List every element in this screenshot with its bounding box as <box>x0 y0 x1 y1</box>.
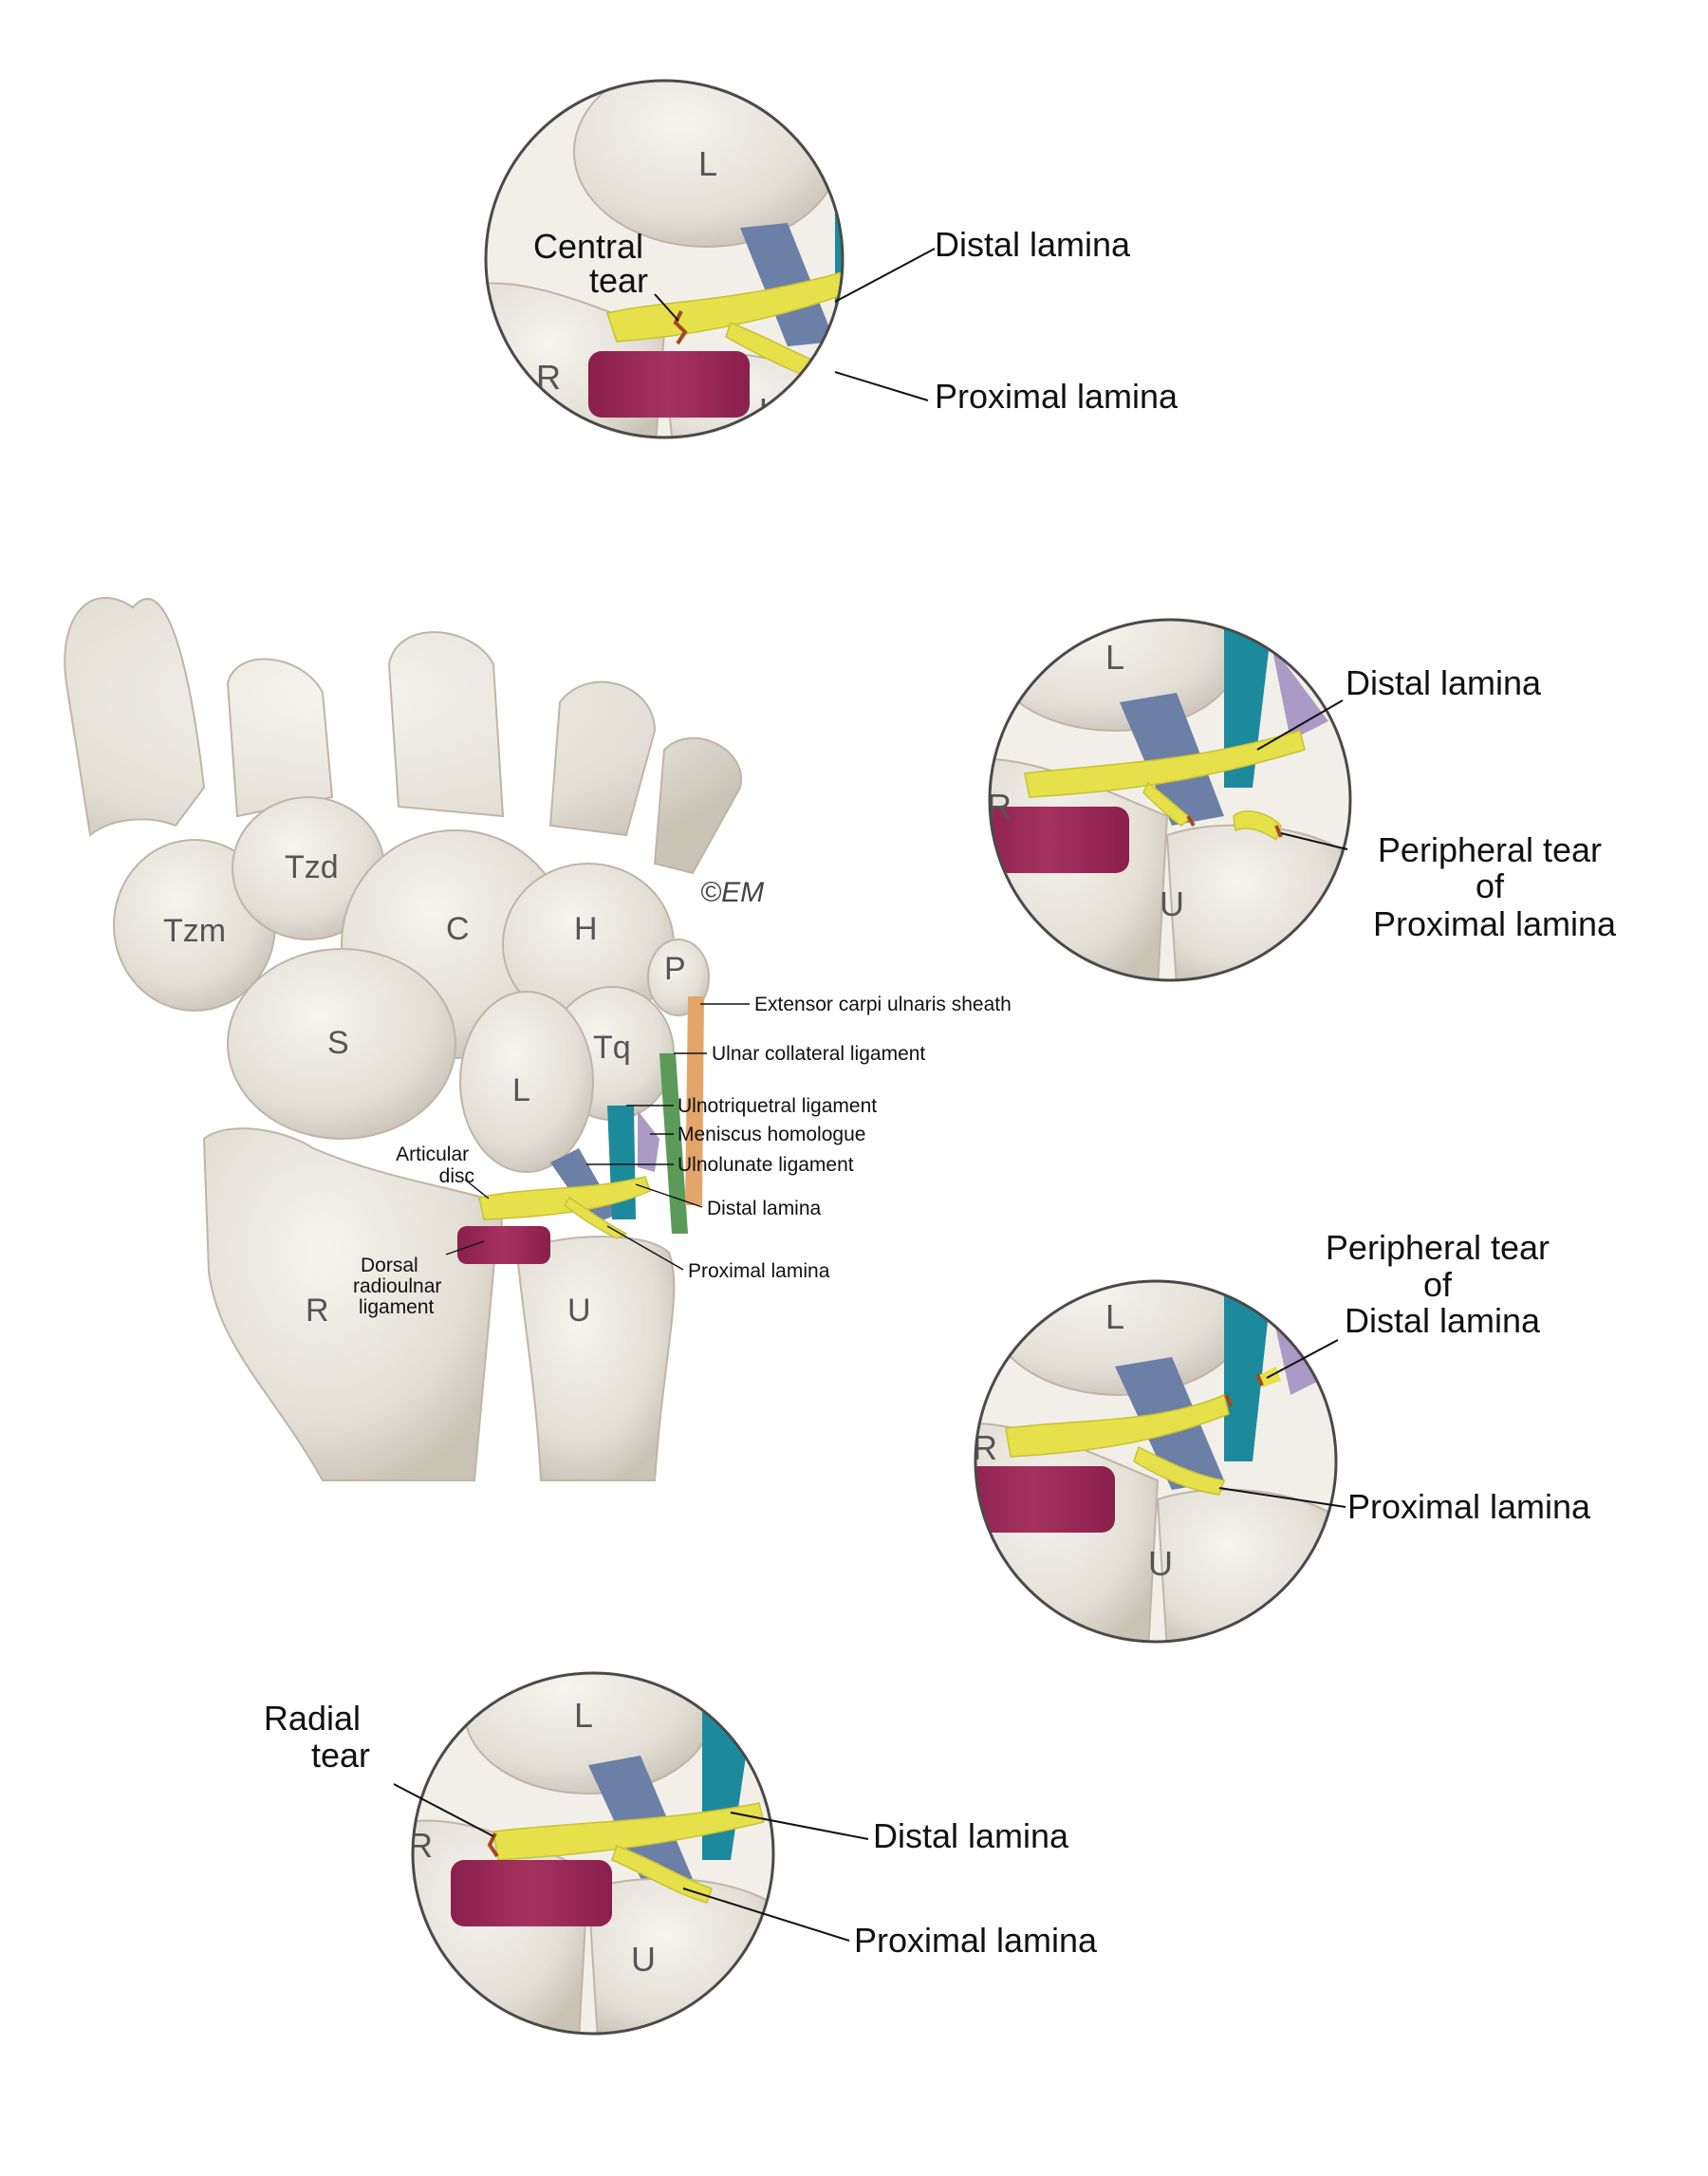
inset4-leader-proximal <box>682 1888 850 1942</box>
label-distal-lamina: Distal lamina <box>707 1198 822 1219</box>
leader-proximal <box>606 1225 684 1271</box>
inset2-ulna <box>1165 824 1349 980</box>
radial-tear-edge <box>487 1832 499 1858</box>
label-proximal-lamina: Proximal lamina <box>688 1260 830 1282</box>
inset3-proximal-lamina-label: Proximal lamina <box>1347 1487 1591 1526</box>
inset4-frame <box>411 1671 775 2036</box>
inset1-distal-lamina-label: Distal lamina <box>935 225 1131 264</box>
inset1-bone-u: U <box>759 391 784 430</box>
label-ecu-sheath: Extensor carpi ulnaris sheath <box>754 994 1012 1015</box>
inset2-distal-lamina-label: Distal lamina <box>1346 663 1542 702</box>
inset-distal-lamina <box>606 255 843 343</box>
leader-articular <box>464 1179 490 1200</box>
inset4-leader-distal <box>730 1812 869 1840</box>
bone-label-p: P <box>664 951 686 987</box>
inset1-bone-l: L <box>698 144 717 183</box>
inset-dorsal-radioulnar-ligament <box>588 351 750 418</box>
inset2-ulnotriquetral-ligament <box>1224 620 1272 788</box>
label-ulnotriquetral-ligament: Ulnotriquetral ligament <box>678 1095 877 1117</box>
leader-distal <box>635 1183 703 1208</box>
main-wrist-figure: Tzm Tzd C H P S Tq L R U ©EM Extensor ca… <box>64 596 1012 1481</box>
inset4-meniscus-homologue <box>759 1718 773 1784</box>
bone-label-tzd: Tzd <box>285 849 339 885</box>
inset2-dorsal-radioulnar-ligament <box>990 807 1129 873</box>
inset3-leader-proximal <box>1218 1487 1346 1508</box>
inset4-distal-lamina-label: Distal lamina <box>873 1816 1069 1855</box>
ulna-bone <box>515 1236 676 1481</box>
inset3-ulnotriquetral-ligament <box>1224 1281 1272 1461</box>
inset2-bone-l: L <box>1105 638 1124 677</box>
inset-radial-tear: L R U Radial tear Distal lamina Proximal… <box>264 1671 1098 2036</box>
inset2-proximal-lamina-fragment <box>1233 810 1282 842</box>
inset1-leader-distal <box>834 248 936 303</box>
inset-peripheral-distal-tear: L R U Peripheral tear of Distal lamina P… <box>973 1228 1591 1644</box>
bone-label-tzm: Tzm <box>163 913 226 949</box>
inset3-bone-u: U <box>1148 1544 1173 1583</box>
bone-label-r: R <box>306 1293 329 1329</box>
bone-label-s: S <box>327 1025 349 1061</box>
inset4-radial-tear-label: Radial tear <box>264 1699 370 1775</box>
inset4-ulna <box>586 1877 773 2034</box>
inset1-leader-tear <box>654 293 679 322</box>
inset3-bone-l: L <box>1105 1297 1124 1336</box>
inset3-distal-lamina <box>1005 1393 1230 1458</box>
inset3-bone-r: R <box>973 1428 997 1467</box>
label-meniscus-homologue: Meniscus homologue <box>678 1124 865 1145</box>
leader-druj <box>445 1240 485 1255</box>
meniscus-homologue <box>638 1110 659 1172</box>
bone-label-c: C <box>446 911 470 947</box>
label-articular-disc: Articular disc <box>396 1144 474 1187</box>
inset3-proximal-lamina <box>1133 1445 1225 1496</box>
bone-label-tq: Tq <box>593 1030 631 1066</box>
label-ulnar-collateral-ligament: Ulnar collateral ligament <box>712 1043 925 1065</box>
inset-peripheral-proximal-tear: L R U Distal lamina Peripheral tear of P… <box>987 618 1617 982</box>
bone-label-l: L <box>512 1072 530 1108</box>
articular-disc <box>478 1176 651 1220</box>
label-dorsal-radioulnar-ligament: Dorsal radioulnar ligament <box>353 1255 447 1318</box>
inset1-proximal-lamina-label: Proximal lamina <box>935 377 1179 416</box>
lunate-bone <box>459 991 594 1173</box>
inset3-leader-tear <box>1266 1339 1339 1379</box>
inset2-bone-r: R <box>987 787 1012 826</box>
peripheral-distal-tear-edge <box>1224 1373 1264 1407</box>
inset-central-tear: L R U Central tear Distal lamina Proxima… <box>484 79 1179 439</box>
inset1-bone-r: R <box>536 358 561 397</box>
inset2-bone-u: U <box>1160 884 1184 923</box>
bone-label-u: U <box>567 1293 591 1329</box>
inset2-proximal-lamina-stump <box>1142 781 1193 827</box>
label-ulnolunate-ligament: Ulnolunate ligament <box>678 1154 854 1176</box>
inset3-frame <box>974 1279 1338 1644</box>
central-tear-edge <box>673 310 688 345</box>
inset1-central-tear-label: Central tear <box>533 227 653 300</box>
inset2-leader-tear <box>1280 832 1348 850</box>
inset2-leader-distal <box>1256 699 1344 751</box>
inset2-distal-lamina <box>1024 730 1306 798</box>
inset4-bone-u: U <box>631 1940 656 1979</box>
inset4-leader-tear <box>393 1783 494 1837</box>
peripheral-proximal-tear-edge <box>1186 814 1283 838</box>
inset4-dorsal-radioulnar-ligament <box>451 1860 612 1926</box>
inset4-bone-r: R <box>408 1826 433 1865</box>
ecu-sheath <box>685 996 704 1205</box>
artist-signature: ©EM <box>700 877 764 908</box>
inset4-distal-lamina <box>492 1802 765 1861</box>
inset1-frame <box>484 79 845 439</box>
inset2-peripheral-tear-label: Peripheral tear of Proximal lamina <box>1373 830 1617 943</box>
inset4-proximal-lamina-label: Proximal lamina <box>854 1921 1098 1960</box>
ulnar-collateral-ligament <box>659 1053 688 1234</box>
dorsal-radioulnar-ligament <box>457 1226 550 1264</box>
inset3-peripheral-tear-label: Peripheral tear of Distal lamina <box>1326 1228 1559 1340</box>
inset-ulnolunate-ligament <box>740 223 835 346</box>
inset4-proximal-lamina <box>611 1845 713 1904</box>
inset3-ulna <box>1156 1488 1336 1642</box>
inset4-bone-l: L <box>574 1696 593 1735</box>
inset1-leader-proximal <box>834 371 929 401</box>
inset3-dorsal-radioulnar-ligament <box>975 1466 1115 1533</box>
metacarpal-bones <box>64 596 743 875</box>
inset2-frame <box>988 618 1352 982</box>
scaphoid-bone <box>227 948 456 1140</box>
bone-label-h: H <box>574 911 598 947</box>
